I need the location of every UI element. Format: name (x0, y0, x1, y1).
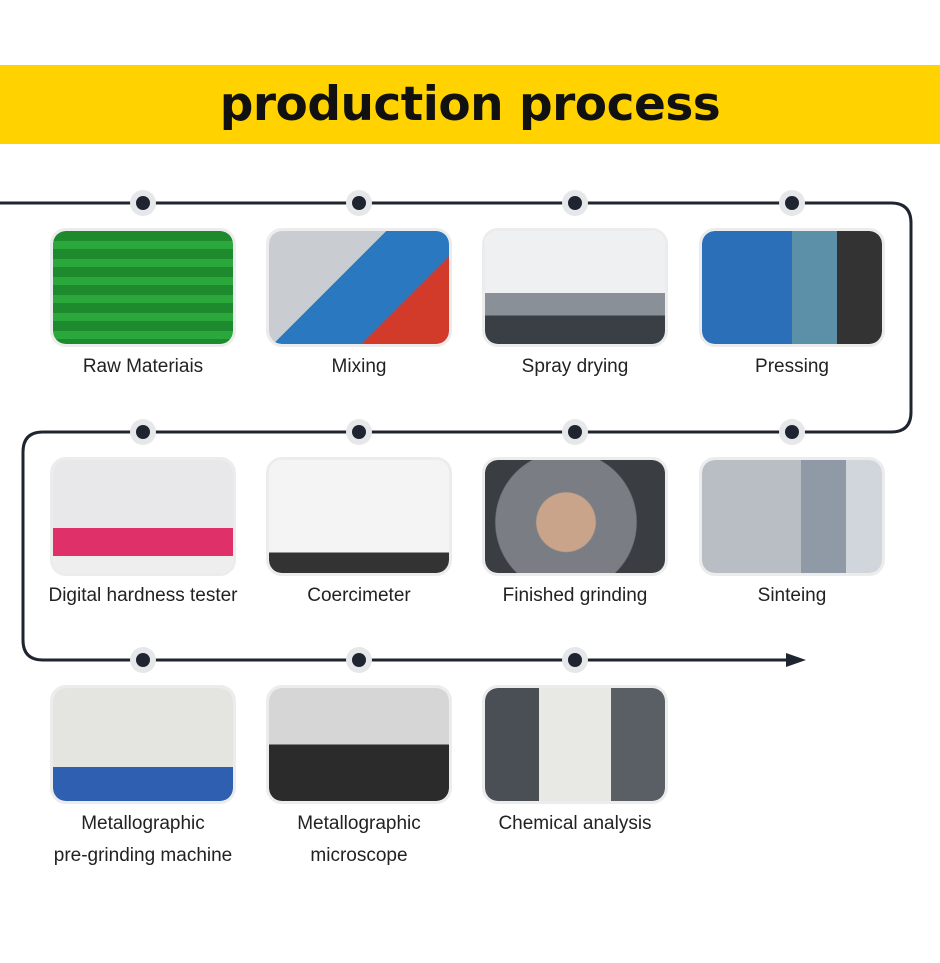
photo-image (485, 688, 665, 801)
step-label: Sinteing (757, 585, 827, 606)
step-label-line: microscope (310, 845, 408, 866)
step-dot (785, 425, 799, 439)
step-dot (352, 653, 366, 667)
step-label: Coercimeter (307, 585, 411, 606)
step-photo-grinder (50, 685, 236, 804)
step-dot (352, 425, 366, 439)
step-label-line: Metallographic (81, 813, 205, 834)
step-dot (136, 425, 150, 439)
step-photo-analyzer (482, 685, 668, 804)
photo-image (53, 460, 233, 573)
photo-image (702, 460, 882, 573)
photo-image (269, 688, 449, 801)
photo-image (485, 460, 665, 573)
step-photo-coercimeter (266, 457, 452, 576)
title-banner: production process (0, 65, 940, 144)
step-photo-microscope (266, 685, 452, 804)
step-dot (568, 653, 582, 667)
photo-image (53, 688, 233, 801)
step-photo-mixing-machine (266, 228, 452, 347)
photo-image (702, 231, 882, 344)
step-label: Chemical analysis (498, 813, 652, 834)
step-dot (568, 425, 582, 439)
step-photo-green-buckets (50, 228, 236, 347)
step-photo-press-machine (699, 228, 885, 347)
step-dot (568, 196, 582, 210)
step-label: Metallographic microscope (244, 808, 474, 872)
photo-image (53, 231, 233, 344)
step-label: Mixing (331, 356, 387, 377)
arrow-head-icon (786, 653, 806, 667)
step-label: Spray drying (521, 356, 629, 377)
step-photo-sintering-furnace (699, 457, 885, 576)
step-label: Metallographic pre-grinding machine (28, 808, 258, 872)
step-photo-hardness-tester (50, 457, 236, 576)
photo-image (269, 460, 449, 573)
step-label: Raw Materiais (82, 356, 204, 377)
step-photo-spray-dryer (482, 228, 668, 347)
photo-image (269, 231, 449, 344)
step-dot (352, 196, 366, 210)
step-dot (136, 196, 150, 210)
step-label: Finished grinding (502, 585, 648, 606)
page-title: production process (219, 77, 721, 132)
step-label-line: Metallographic (297, 813, 421, 834)
step-photo-lathe (482, 457, 668, 576)
step-label: Pressing (755, 356, 829, 377)
step-label-line: pre-grinding machine (53, 845, 233, 866)
step-label: Digital hardness tester (48, 585, 238, 606)
step-dot (136, 653, 150, 667)
step-dot (785, 196, 799, 210)
photo-image (485, 231, 665, 344)
